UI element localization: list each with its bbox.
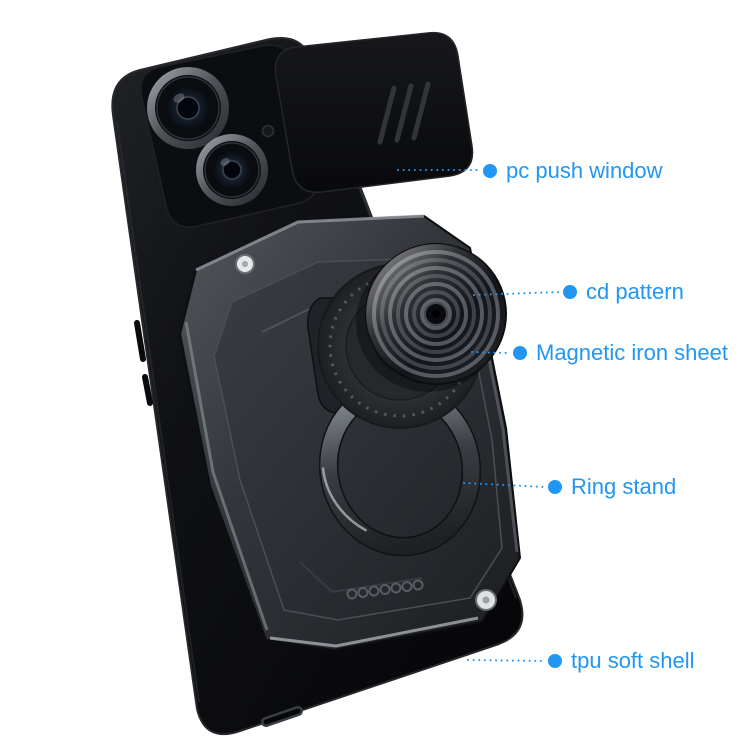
callout-label: Ring stand — [571, 474, 677, 499]
slide-grip-line — [377, 85, 397, 145]
callout-tpu-soft-shell: tpu soft shell — [548, 650, 695, 672]
callout-dot — [548, 654, 562, 668]
screw-hole — [235, 254, 255, 274]
camera-module — [140, 44, 319, 228]
grip-dots — [346, 579, 424, 600]
cd-pattern-disc — [356, 243, 507, 392]
case-left-edge-sheen — [116, 121, 200, 703]
slide-grip-line — [394, 83, 414, 143]
callout-dot — [548, 480, 562, 494]
camera-lens-top — [147, 67, 229, 149]
callout-line-ring-stand — [463, 482, 546, 488]
charging-port-slot — [263, 708, 301, 725]
callout-lines — [397, 169, 561, 662]
side-button — [142, 374, 153, 406]
callout-line-tpu-soft-shell — [467, 659, 546, 662]
screw-hole — [475, 589, 497, 611]
callout-magnetic-iron-sheet: Magnetic iron sheet — [513, 342, 728, 364]
callout-dot — [483, 164, 497, 178]
callout-ring-stand: Ring stand — [548, 476, 676, 498]
slide-grip-line — [411, 81, 431, 141]
callout-label: Magnetic iron sheet — [536, 340, 728, 365]
callout-label: pc push window — [506, 158, 663, 183]
callout-label: tpu soft shell — [571, 648, 695, 673]
phone-case-illustration — [111, 31, 524, 736]
side-button — [134, 320, 146, 362]
callout-dot — [563, 285, 577, 299]
camera-lens-bottom — [196, 134, 268, 206]
callout-pc-push-window: pc push window — [483, 160, 663, 182]
callout-line-magnetic-iron-sheet — [471, 351, 511, 354]
callout-dot — [513, 346, 527, 360]
camera-slide-cover — [274, 31, 474, 194]
callout-label: cd pattern — [586, 279, 684, 304]
camera-flash — [261, 124, 275, 138]
callout-cd-pattern: cd pattern — [563, 281, 684, 303]
